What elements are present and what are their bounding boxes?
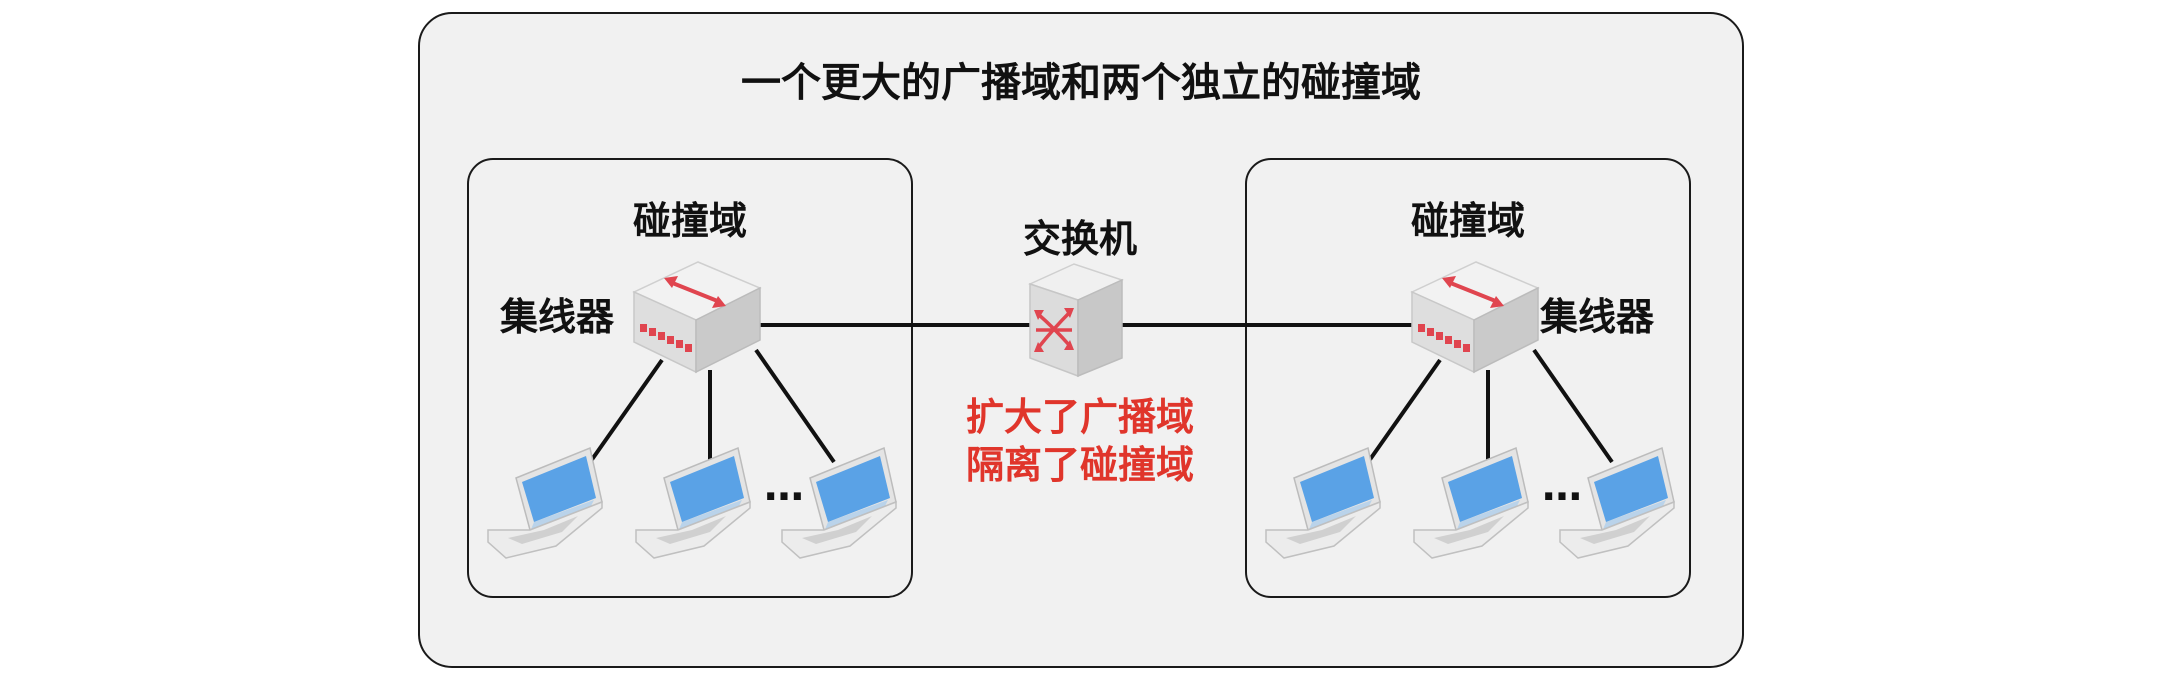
hub-label-right: 集线器 [1540, 295, 1655, 339]
switch-icon [1028, 263, 1124, 378]
hub-label-left: 集线器 [500, 295, 615, 339]
switch-effect-broadcast: 扩大了广播域 [965, 395, 1194, 439]
hub-left-to-laptop-1-line [584, 358, 664, 470]
more-hosts-ellipsis-left: … [764, 464, 804, 510]
collision-domain-label-right: 碰撞域 [1410, 199, 1525, 243]
laptop-left-3-icon [781, 446, 897, 559]
hub-left-to-laptop-3-line [754, 348, 836, 464]
laptop-left-2-icon [635, 446, 751, 559]
laptop-right-3-icon [1559, 446, 1675, 559]
diagram-title: 一个更大的广播域和两个独立的碰撞域 [741, 60, 1421, 106]
switch-effect-collision: 隔离了碰撞域 [965, 443, 1194, 487]
hub-right-to-laptop-3-line [1532, 348, 1614, 464]
hub-right-to-laptop-1-line [1362, 358, 1442, 470]
laptop-right-2-icon [1413, 446, 1529, 559]
switch-label: 交换机 [1022, 217, 1137, 261]
hub-left-icon [632, 261, 762, 374]
hub-right-icon [1410, 261, 1540, 374]
more-hosts-ellipsis-right: … [1542, 464, 1582, 510]
laptop-right-1-icon [1265, 446, 1381, 559]
laptop-left-1-icon [487, 446, 603, 559]
collision-domain-label-left: 碰撞域 [632, 199, 747, 243]
